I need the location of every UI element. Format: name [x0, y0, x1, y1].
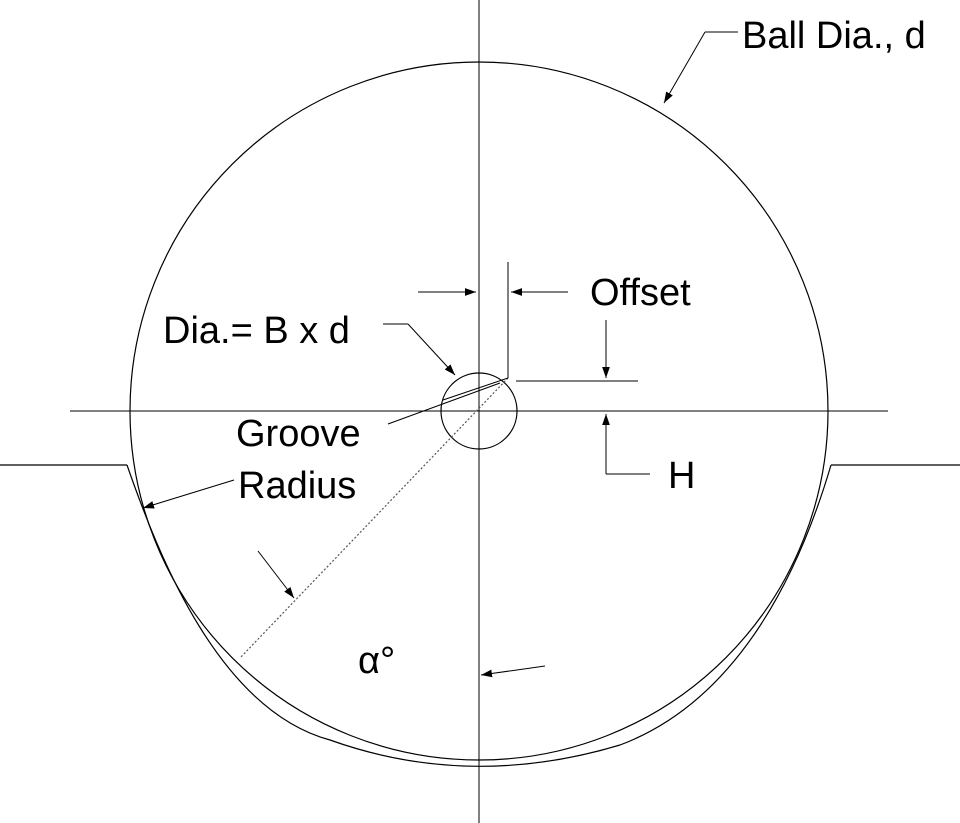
- groove-profile: [126, 464, 832, 767]
- radius-dimension-arrow: [257, 550, 295, 599]
- offset-label: Offset: [590, 272, 691, 314]
- groove-radius-leader: [142, 479, 235, 509]
- ball-dia-label: Ball Dia., d: [742, 15, 926, 57]
- h-label: H: [668, 455, 695, 497]
- groove-radius-line: [239, 377, 509, 659]
- dia-formula-label: Dia.= B x d: [163, 310, 350, 352]
- groove-label-leader: [387, 382, 501, 425]
- groove-center-leader: [442, 377, 509, 401]
- ball-dia-arrow: [663, 31, 706, 104]
- alpha-label: α°: [358, 640, 395, 682]
- radius-label: Radius: [238, 465, 356, 507]
- groove-center-circle: [440, 372, 518, 450]
- ball-circle: [129, 61, 829, 761]
- dia-formula-arrow: [407, 323, 456, 376]
- groove-label: Groove: [236, 413, 361, 455]
- alpha-angle-arrow: [480, 665, 546, 678]
